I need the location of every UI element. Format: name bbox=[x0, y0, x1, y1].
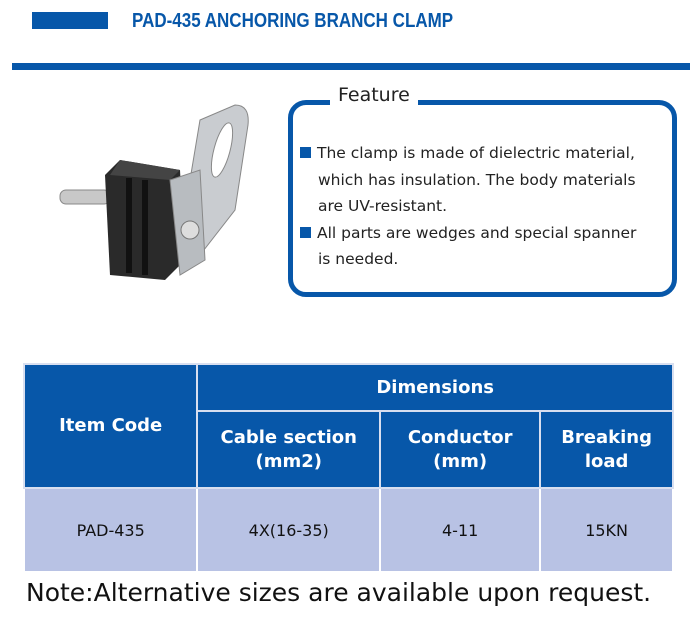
note-text: Note:Alternative sizes are available upo… bbox=[26, 578, 652, 607]
feature-text: All parts are wedges and special spanner bbox=[317, 223, 637, 242]
header-cable-section: Cable section (mm2) bbox=[196, 410, 382, 489]
square-bullet-icon bbox=[300, 226, 311, 238]
header-breaking-load: Breaking load bbox=[539, 410, 674, 489]
header-item-code: Item Code bbox=[22, 363, 199, 489]
feature-text: which has insulation. The body materials bbox=[318, 170, 636, 189]
cell-code: PAD-435 bbox=[22, 487, 199, 573]
feature-text: is needed. bbox=[318, 250, 399, 268]
feature-item: All parts are wedges and special spanner bbox=[300, 220, 680, 247]
feature-box bbox=[288, 100, 677, 297]
page-title: PAD-435 ANCHORING BRANCH CLAMP bbox=[132, 10, 454, 32]
feature-list: The clamp is made of dielectric material… bbox=[300, 140, 680, 273]
feature-title: Feature bbox=[330, 84, 418, 106]
cell-load: 15KN bbox=[539, 487, 674, 573]
title-accent-bar bbox=[32, 12, 108, 29]
feature-text: The clamp is made of dielectric material… bbox=[317, 144, 635, 162]
divider bbox=[12, 63, 690, 70]
cell-conductor: 4-11 bbox=[379, 487, 542, 573]
product-image-clamp bbox=[59, 104, 249, 280]
dimensions-table: Item Code Dimensions Cable section (mm2)… bbox=[22, 363, 674, 573]
header-dimensions: Dimensions bbox=[196, 363, 674, 412]
feature-text: are UV-resistant. bbox=[318, 197, 448, 215]
table-row: PAD-435 4X(16-35) 4-11 15KN bbox=[22, 487, 674, 573]
cell-cable: 4X(16-35) bbox=[196, 487, 382, 573]
square-bullet-icon bbox=[300, 147, 311, 158]
header-conductor: Conductor (mm) bbox=[379, 410, 542, 489]
feature-item: The clamp is made of dielectric material… bbox=[300, 140, 680, 167]
